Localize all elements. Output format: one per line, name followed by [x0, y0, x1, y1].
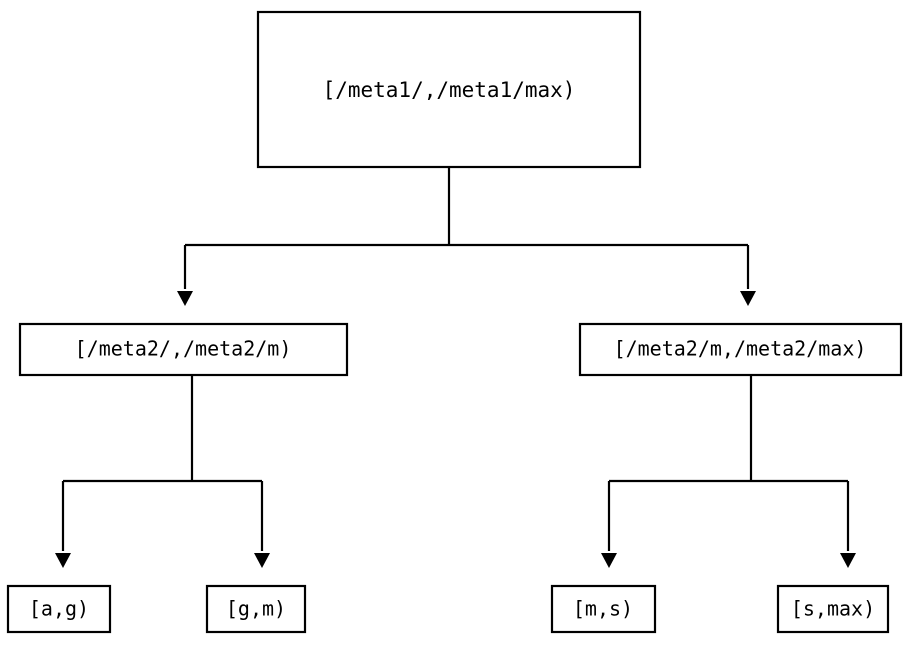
arrowhead-root-to-mid-right-icon — [740, 291, 756, 306]
edge-group-mid-left — [55, 375, 270, 568]
node-leaf-1[interactable]: [a,g) — [6, 584, 112, 634]
node-mid-right-label: [/meta2/m,/meta2/max) — [614, 337, 867, 361]
node-leaf-2-label: [g,m) — [226, 597, 286, 621]
node-leaf-4[interactable]: [s,max) — [776, 584, 890, 634]
node-mid-left[interactable]: [/meta2/,/meta2/m) — [18, 322, 349, 377]
node-leaf-3-label: [m,s) — [573, 597, 633, 621]
edge-group-root — [177, 167, 756, 306]
node-leaf-3-box — [550, 584, 657, 634]
arrowhead-mid-right-to-leaf4-icon — [840, 553, 856, 568]
arrowhead-root-to-mid-left-icon — [177, 291, 193, 306]
arrowhead-mid-right-to-leaf3-icon — [601, 553, 617, 568]
node-mid-right[interactable]: [/meta2/m,/meta2/max) — [578, 322, 903, 377]
node-mid-left-box — [18, 322, 349, 377]
node-leaf-4-label: [s,max) — [791, 597, 875, 621]
node-leaf-2[interactable]: [g,m) — [205, 584, 307, 634]
node-leaf-4-box — [776, 584, 890, 634]
node-leaf-1-label: [a,g) — [29, 597, 89, 621]
edge-group-mid-right — [601, 375, 856, 568]
arrowhead-mid-left-to-leaf2-icon — [254, 553, 270, 568]
node-leaf-3[interactable]: [m,s) — [550, 584, 657, 634]
node-mid-left-label: [/meta2/,/meta2/m) — [75, 337, 292, 361]
node-mid-right-box — [578, 322, 903, 377]
node-root-label: [/meta1/,/meta1/max) — [323, 78, 576, 102]
node-leaf-2-box — [205, 584, 307, 634]
node-leaf-1-box — [6, 584, 112, 634]
node-root[interactable]: [/meta1/,/meta1/max) — [256, 10, 642, 169]
arrowhead-mid-left-to-leaf1-icon — [55, 553, 71, 568]
node-root-box — [256, 10, 642, 169]
